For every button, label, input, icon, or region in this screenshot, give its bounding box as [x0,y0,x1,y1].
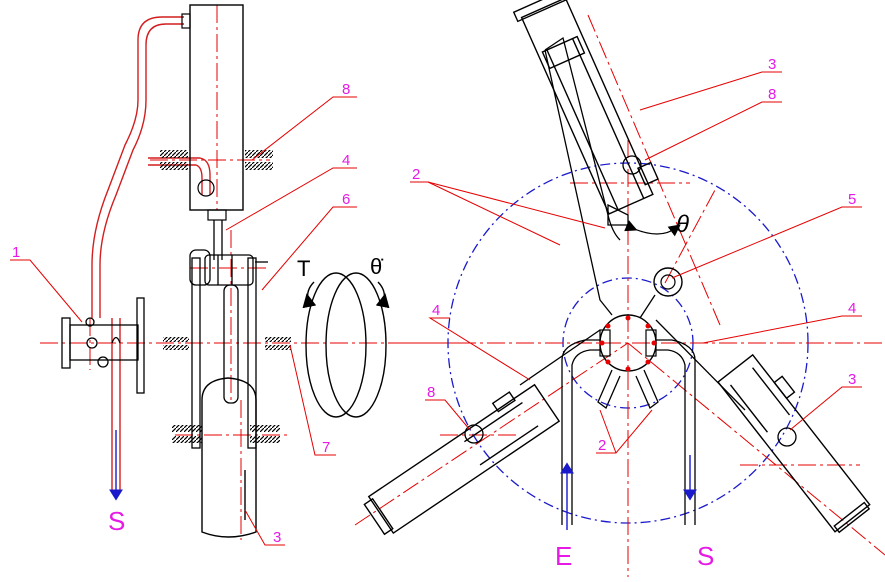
upper-tilted-cylinder [512,0,659,215]
label-8-lower: 8 [427,384,435,401]
upper-pin [622,155,642,175]
label-8-left: 8 [342,81,350,98]
lower-right-pin [777,427,797,447]
right-view: θ E S 3 8 5 4 3 2 4 8 2 [354,0,885,577]
left-view: S T θ̇ 1 8 4 6 7 3 [10,4,460,546]
label-8-top: 8 [768,86,776,103]
label-3-right: 3 [848,371,856,388]
label-7: 7 [322,439,330,456]
label-4-left: 4 [342,152,350,169]
theta-arc [624,220,681,237]
label-1: 1 [12,244,20,261]
theta-symbol: θ [676,211,689,238]
right-leaders [410,71,862,454]
label-4-right: 4 [848,300,856,317]
left-pipe [91,16,211,490]
pivot-link [639,294,656,319]
hub [599,314,657,372]
lower-right-rod [655,319,746,411]
left-bearings [160,150,291,443]
crank-assembly [61,220,268,449]
lower-right-cylinder [717,353,871,534]
left-leaders [10,96,357,546]
torque-rate-loops [302,272,390,418]
inlet-label: E [555,541,572,571]
left-centerlines [40,5,460,540]
label-3-top: 3 [768,56,776,73]
lower-left-rod [519,329,601,386]
left-outlet-label: S [108,506,125,536]
label-3-left: 3 [273,529,281,546]
pivot-5-inner [660,274,676,290]
torque-symbol: T [297,256,310,281]
angular-rate-symbol: θ̇ [370,254,383,279]
lower-left-cylinder [363,383,561,536]
right-outlet-label: S [697,541,714,571]
right-centerlines [354,14,885,577]
label-2-top: 2 [412,166,420,183]
lower-cylinder [201,377,257,538]
upper-cylinder [181,4,244,221]
label-2-bottom: 2 [598,437,606,454]
pivot-5 [653,267,683,297]
lower-left-pin [464,424,484,444]
label-5: 5 [848,191,856,208]
label-6: 6 [342,191,350,208]
label-4-lower: 4 [432,302,440,319]
